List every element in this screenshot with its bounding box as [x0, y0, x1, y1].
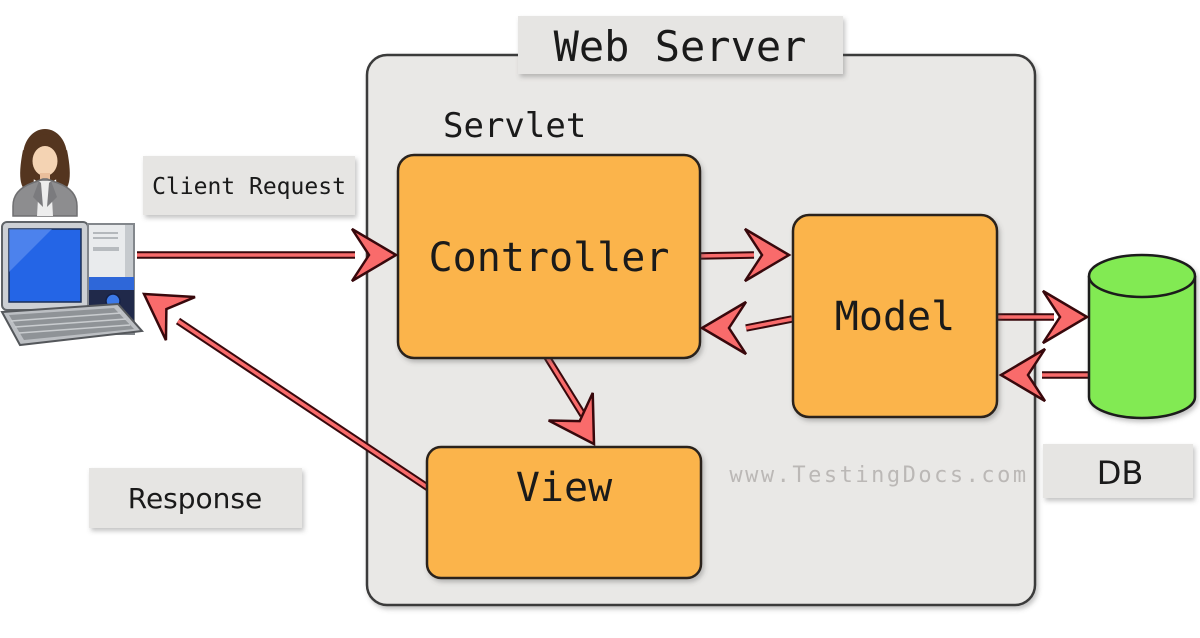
watermark-text: www.TestingDocs.com: [729, 463, 1028, 488]
monitor-icon: [1, 221, 89, 333]
response-label-box: [89, 468, 302, 528]
client-request-label-box: [143, 156, 355, 215]
view-node: [425, 445, 703, 580]
view-label: View: [516, 465, 613, 511]
database-cylinder-icon: [1087, 253, 1197, 420]
view-to-client-response-arrow-shaft: [175, 317, 433, 493]
model-node: [791, 213, 999, 419]
response-label: Response: [128, 482, 262, 515]
user-icon: [12, 129, 78, 217]
model-to-controller-arrow-shaft: [745, 315, 793, 332]
arrow-shafts: [137, 251, 1090, 493]
db-label-box: [1043, 444, 1193, 498]
servlet-label: Servlet: [443, 106, 586, 146]
web-server-title: Web Server: [554, 22, 807, 71]
keyboard-icon: [0, 302, 145, 347]
controller-to-view-arrow-shaft: [543, 355, 587, 417]
model-label: Model: [835, 294, 955, 340]
client-request-label: Client Request: [152, 174, 346, 200]
db-label: DB: [1097, 454, 1144, 492]
controller-label: Controller: [429, 235, 670, 281]
client-user-computer-icon: [0, 129, 145, 347]
controller-node: [396, 153, 702, 360]
controller-to-model-arrow-shaft: [697, 251, 755, 260]
web-server-title-box: [518, 16, 843, 74]
